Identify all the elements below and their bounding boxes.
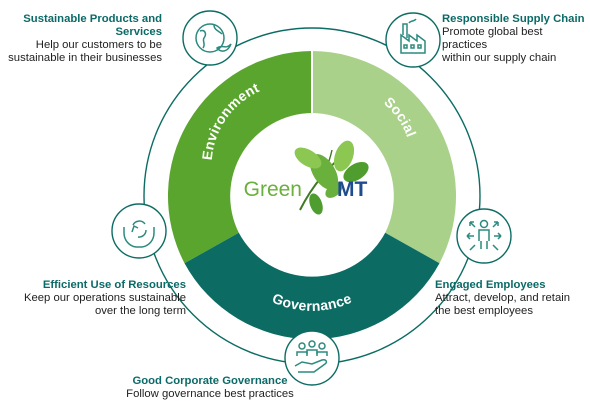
factory-icon [385,12,441,68]
sustainable-products-item: Sustainable Products and Services Help o… [4,13,162,65]
person-arrows-icon [456,208,512,264]
supply-chain-item: Responsible Supply Chain Promote global … [442,13,588,65]
item-title: Responsible Supply Chain [442,13,585,25]
item-title: Sustainable Products and Services [23,13,162,39]
item-description: Keep our operations sustainable [23,292,186,305]
item-title: Good Corporate Governance [132,375,288,387]
logo-mt-text: MT [337,178,367,201]
item-description: sustainable in their businesses [8,52,162,65]
leaf-logo-icon [294,140,369,215]
item-description: over the long term [94,305,186,318]
hand-people-icon [284,330,340,386]
item-description: within our supply chain [442,52,557,65]
globe-leaf-icon [182,10,238,66]
item-description: Help our customers to be [35,39,162,52]
item-description: Attract, develop, and retain [435,292,571,305]
item-title: Efficient Use of Resources [42,279,186,291]
social-segment [312,51,457,264]
item-description: the best employees [435,305,533,318]
logo-green-text: Green [244,178,302,201]
hands-recycle-icon [111,203,167,259]
resources-item: Efficient Use of Resources Keep our oper… [4,279,186,318]
item-description: Follow governance best practices [126,388,294,401]
governance-segment [184,232,440,340]
item-title: Engaged Employees [435,279,546,291]
item-description: Promote global best practices [442,26,543,52]
governance-item: Good Corporate Governance Follow governa… [110,375,310,401]
employees-item: Engaged Employees Attract, develop, and … [435,279,587,318]
environment-segment [167,51,312,264]
